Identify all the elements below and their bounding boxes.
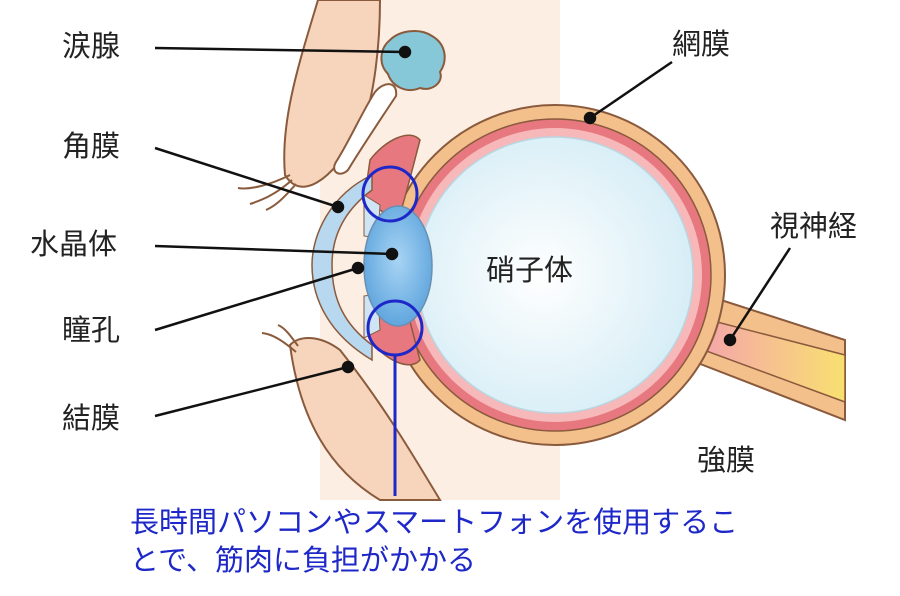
lower-eyelashes	[261, 324, 299, 353]
callout-circle-upper	[361, 165, 419, 223]
dot-optic-nerve	[723, 333, 737, 347]
leader-optic-nerve	[728, 247, 792, 341]
dot-cornea	[331, 200, 345, 214]
leader-pupil	[154, 266, 359, 332]
leader-retina	[589, 60, 673, 120]
label-conjunctiva: 結膜	[62, 401, 121, 435]
dot-retina	[583, 111, 597, 125]
label-retina: 網膜	[672, 27, 731, 61]
label-pupil: 瞳孔	[62, 313, 121, 347]
lacrimal-gland-shape	[380, 30, 446, 92]
upper-eyelashes	[237, 174, 297, 211]
leader-lines	[154, 45, 792, 418]
lens-shape	[363, 205, 433, 327]
label-cornea: 角膜	[62, 129, 121, 163]
leader-cornea	[154, 146, 339, 209]
note-line-1: 長時間パソコンやスマートフォンを使用するこ	[130, 505, 739, 539]
note-line-2: とで、筋肉に負担がかかる	[130, 543, 476, 577]
leader-lens	[154, 244, 393, 256]
label-sclera: 強膜	[697, 443, 756, 477]
lower-eyelid	[288, 337, 442, 501]
dot-lacrimal	[398, 45, 412, 59]
label-lacrimal-gland: 涙腺	[62, 29, 121, 63]
leader-conjunctiva	[154, 365, 349, 418]
cornea-shape	[311, 173, 373, 362]
dot-pupil	[351, 261, 365, 275]
label-optic-nerve: 視神経	[770, 209, 858, 243]
dot-conjunctiva	[341, 360, 355, 374]
upper-eyelid	[283, 0, 382, 188]
label-lens: 水晶体	[30, 227, 118, 261]
dot-lens	[385, 247, 399, 261]
label-vitreous: 硝子体	[486, 253, 574, 287]
leader-lacrimal	[154, 46, 406, 54]
tear-duct	[333, 83, 398, 175]
